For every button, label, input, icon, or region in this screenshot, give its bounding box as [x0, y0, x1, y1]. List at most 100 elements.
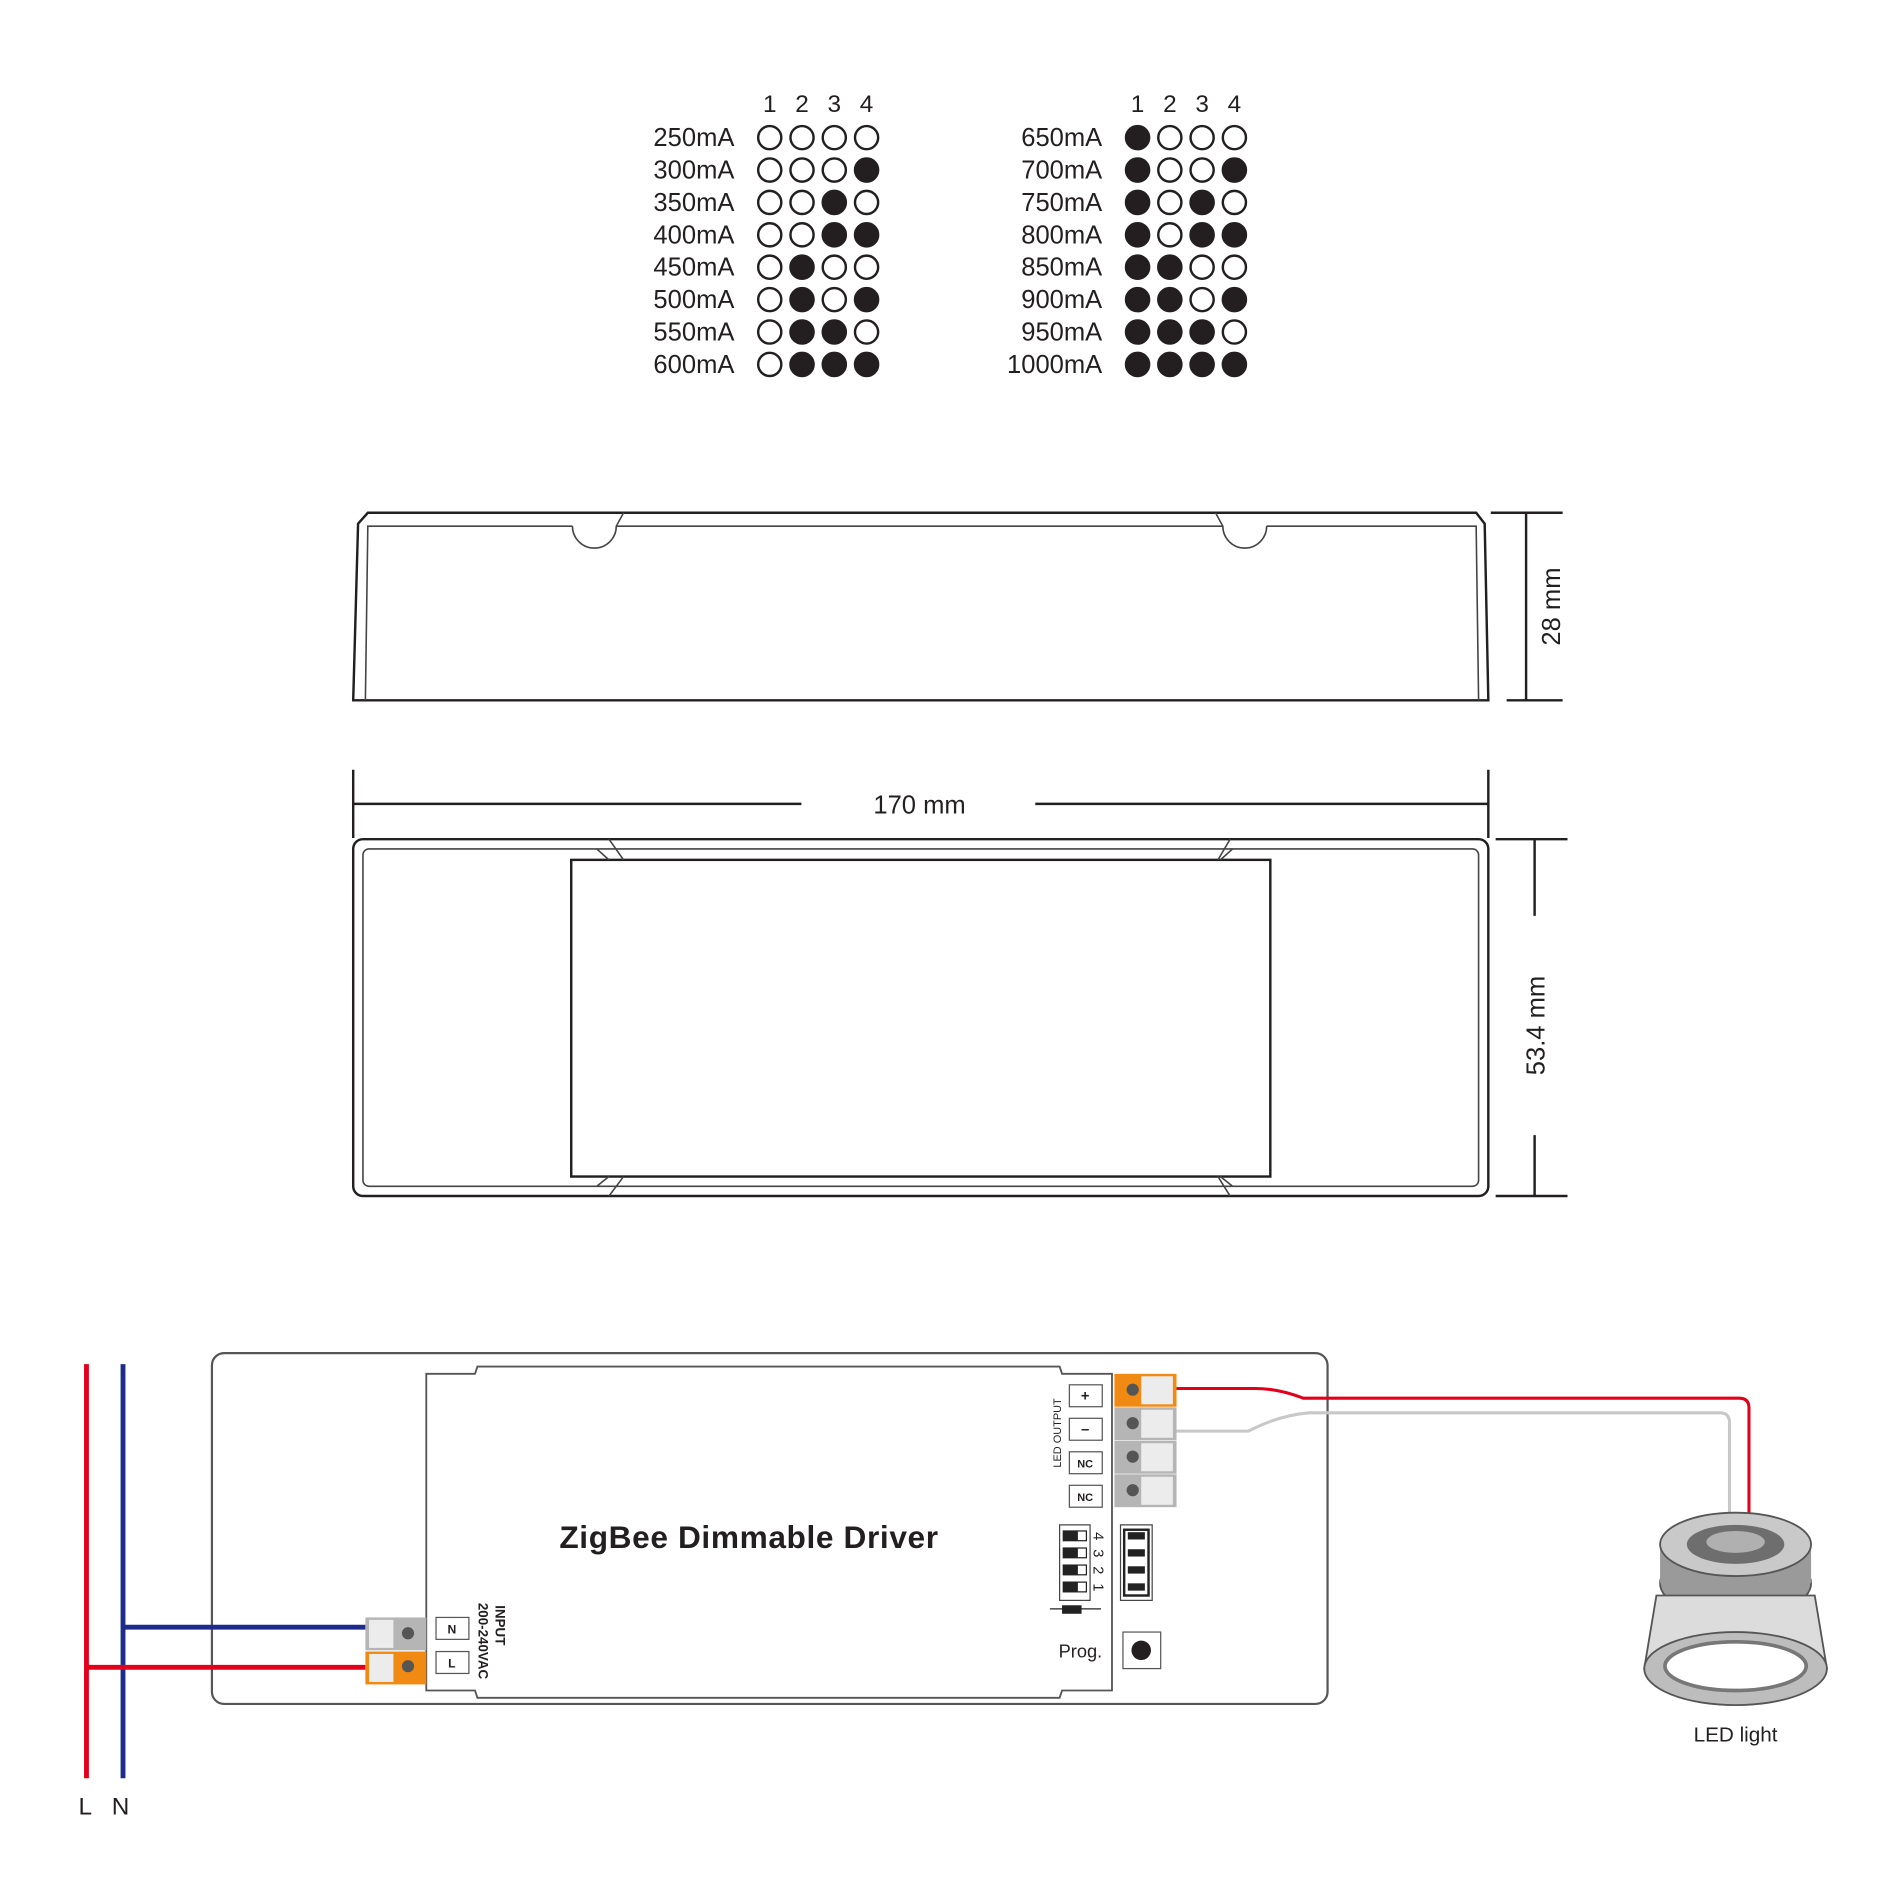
top-view: [351, 837, 1490, 1198]
switch-off-dot: [789, 157, 815, 183]
switch-off-dot: [1221, 124, 1248, 151]
column-header: 3: [828, 91, 842, 118]
current-label: 850mA: [1021, 254, 1102, 282]
current-label: 550mA: [653, 319, 734, 347]
column-header: 1: [1131, 91, 1145, 118]
dip-number: 4: [1090, 1532, 1106, 1540]
terminal-screw: [1126, 1484, 1139, 1497]
switch-on-dot: [821, 222, 848, 248]
current-label: 450mA: [653, 254, 734, 282]
wiring-diagram: ZigBee Dimmable Driver L N N L INPUT 200…: [78, 1352, 1829, 1821]
current-label: 250mA: [653, 124, 734, 152]
column-header: 2: [795, 91, 809, 118]
terminal-clamp: [1141, 1476, 1173, 1505]
led-light-label: LED light: [1694, 1724, 1778, 1747]
prog-button[interactable]: [1122, 1631, 1162, 1670]
dip-legend-knob: [1063, 1582, 1078, 1592]
switch-on-dot: [1124, 157, 1151, 183]
live-label: L: [78, 1794, 92, 1821]
neutral-label: N: [112, 1794, 130, 1821]
switch-on-dot: [1221, 286, 1248, 313]
switch-off-dot: [821, 157, 848, 183]
output-terminal-label: NC: [1077, 1492, 1093, 1504]
dip-legend-knob: [1063, 1530, 1078, 1541]
length-label: 170 mm: [873, 792, 965, 820]
switch-off-dot: [756, 319, 783, 345]
driver-title: ZigBee Dimmable Driver: [559, 1519, 938, 1555]
current-label: 600mA: [653, 351, 734, 379]
switch-on-dot: [1221, 157, 1248, 183]
height-dimension: 28 mm: [1490, 511, 1566, 702]
terminal-screw: [1126, 1450, 1139, 1463]
switch-on-dot: [1124, 286, 1151, 313]
switch-off-dot: [756, 286, 783, 313]
switch-on-dot: [789, 254, 815, 281]
dip-switch-lever[interactable]: [1127, 1549, 1145, 1557]
terminal-clamp: [1141, 1376, 1173, 1405]
column-header: 1: [763, 91, 777, 118]
switch-off-dot: [756, 222, 783, 248]
switch-off-dot: [1189, 157, 1215, 183]
switch-off-dot: [821, 124, 848, 151]
switch-off-dot: [789, 189, 815, 216]
switch-on-dot: [821, 319, 848, 345]
switch-off-dot: [1221, 319, 1248, 345]
switch-off-dot: [853, 189, 880, 216]
terminal-clamp: [1141, 1409, 1173, 1438]
terminal-clamp: [1141, 1443, 1173, 1472]
switch-off-dot: [821, 286, 848, 313]
switch-on-dot: [1189, 351, 1215, 378]
current-label: 350mA: [653, 189, 734, 217]
current-label: 650mA: [1021, 124, 1102, 152]
switch-off-dot: [821, 254, 848, 281]
switch-off-dot: [756, 189, 783, 216]
output-terminal-label: +: [1081, 1389, 1090, 1405]
width-dimension: 53.4 mm: [1495, 837, 1568, 1198]
switch-off-dot: [789, 222, 815, 248]
switch-off-dot: [1157, 222, 1183, 248]
height-label: 28 mm: [1538, 567, 1566, 645]
switch-off-dot: [1157, 157, 1183, 183]
dip-number: 1: [1090, 1583, 1106, 1591]
switch-off-dot: [756, 124, 783, 151]
current-label: 950mA: [1021, 319, 1102, 347]
switch-on-dot: [1221, 351, 1248, 378]
terminal-n-label: N: [447, 1622, 456, 1636]
column-header: 3: [1195, 91, 1209, 118]
switch-on-dot: [853, 286, 880, 313]
led-output-label: LED OUTPUT: [1052, 1398, 1064, 1468]
input-voltage-label: 200-240VAC: [476, 1603, 491, 1680]
dip-number: 2: [1090, 1566, 1106, 1574]
terminal-screw: [1126, 1417, 1139, 1430]
switch-off-dot: [756, 351, 783, 378]
switch-on-dot: [1157, 319, 1183, 345]
column-header: 4: [860, 91, 874, 118]
terminal-label-box: [1068, 1417, 1103, 1441]
switch-on-dot: [853, 157, 880, 183]
switch-on-dot: [1124, 124, 1151, 151]
switch-on-dot: [1124, 189, 1151, 216]
output-terminal-label: –: [1081, 1422, 1089, 1438]
dip-switch-lever[interactable]: [1127, 1583, 1145, 1591]
side-view: [351, 511, 1490, 702]
prog-label: Prog.: [1059, 1641, 1103, 1662]
switch-on-dot: [1124, 222, 1151, 248]
dip-switch-lever[interactable]: [1127, 1532, 1145, 1540]
current-label: 500mA: [653, 286, 734, 314]
dip-switch-lever[interactable]: [1127, 1566, 1145, 1574]
led-light-icon: [1643, 1511, 1829, 1707]
terminal-l-label: L: [448, 1656, 456, 1670]
current-label: 400mA: [653, 221, 734, 249]
switch-off-dot: [1157, 189, 1183, 216]
column-header: 4: [1228, 91, 1242, 118]
switch-off-dot: [789, 124, 815, 151]
switch-on-dot: [1221, 222, 1248, 248]
terminal-label-box: [1068, 1451, 1103, 1475]
switch-on-dot: [1124, 254, 1151, 281]
current-label: 1000mA: [1007, 351, 1102, 379]
switch-on-dot: [853, 222, 880, 248]
switch-on-dot: [789, 286, 815, 313]
switch-on-dot: [821, 189, 848, 216]
